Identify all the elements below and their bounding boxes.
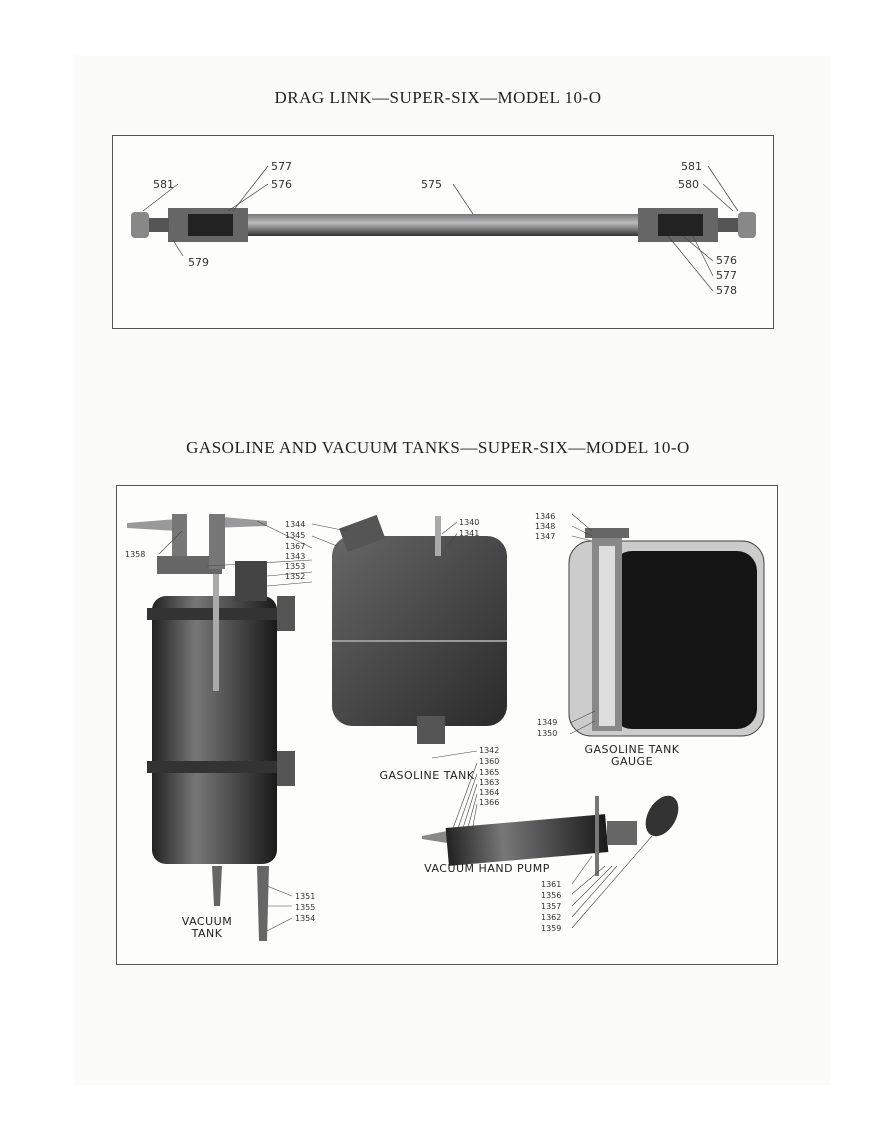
callout: 580 <box>678 178 699 191</box>
callout: 1351 <box>295 892 316 901</box>
callout: 576 <box>716 254 737 267</box>
callout: 1366 <box>479 798 500 807</box>
callout: 1349 <box>537 718 558 727</box>
left-plug <box>131 212 149 238</box>
vacuum-hand-pump <box>422 795 679 876</box>
pump-caption: VACUUM HAND PUMP <box>424 862 550 875</box>
gasoline-tank-caption: GASOLINE TANK <box>379 769 475 782</box>
callout: 1343 <box>285 552 306 561</box>
callout: 1361 <box>541 880 562 889</box>
gasoline-tank-gauge <box>568 528 765 737</box>
drag-link-tube <box>243 214 643 236</box>
callout: 1350 <box>537 729 558 738</box>
vacuum-tank-caption: VACUUM TANK <box>181 915 233 940</box>
tanks-title: GASOLINE AND VACUUM TANKS—SUPER-SIX—MODE… <box>186 438 690 457</box>
callout: 1347 <box>535 532 556 541</box>
callout: 1340 <box>459 518 480 527</box>
callout: 1363 <box>479 778 500 787</box>
callout: 1362 <box>541 913 562 922</box>
callout: 1341 <box>459 529 480 538</box>
callout: 1356 <box>541 891 562 900</box>
gasoline-tank <box>332 514 507 744</box>
callout: 1353 <box>285 562 306 571</box>
tanks-drawing <box>127 513 765 941</box>
drag-link-drawing <box>131 165 756 292</box>
callout: 575 <box>421 178 442 191</box>
callout: 581 <box>681 160 702 173</box>
gauge-caption: GASOLINE TANK GAUGE <box>584 743 680 768</box>
callout: 578 <box>716 284 737 297</box>
callout: 1354 <box>295 914 316 923</box>
callout: 1355 <box>295 903 316 912</box>
callout: 1352 <box>285 572 306 581</box>
callout: 1358 <box>125 550 146 559</box>
callout: 1357 <box>541 902 562 911</box>
callout: 577 <box>271 160 292 173</box>
callout: 1344 <box>285 520 306 529</box>
callout: 1345 <box>285 531 306 540</box>
callout: 1367 <box>285 542 306 551</box>
leader-lines <box>158 513 653 932</box>
callout: 1348 <box>535 522 556 531</box>
callout: 1365 <box>479 768 500 777</box>
vacuum-tank <box>127 514 295 941</box>
callout: 1342 <box>479 746 500 755</box>
callout: 576 <box>271 178 292 191</box>
callout: 1364 <box>479 788 500 797</box>
callout: 1359 <box>541 924 562 933</box>
callout: 577 <box>716 269 737 282</box>
right-plug <box>738 212 756 238</box>
callout: 1346 <box>535 512 556 521</box>
callout: 579 <box>188 256 209 269</box>
tanks-figure: 1344 1345 1367 1343 1353 1352 1358 1340 … <box>116 485 778 965</box>
callout: 581 <box>153 178 174 191</box>
drag-link-title: DRAG LINK—SUPER-SIX—MODEL 10-O <box>274 88 602 107</box>
callout: 1360 <box>479 757 500 766</box>
drag-link-figure: 577 576 581 575 579 581 580 576 577 578 <box>112 135 774 329</box>
